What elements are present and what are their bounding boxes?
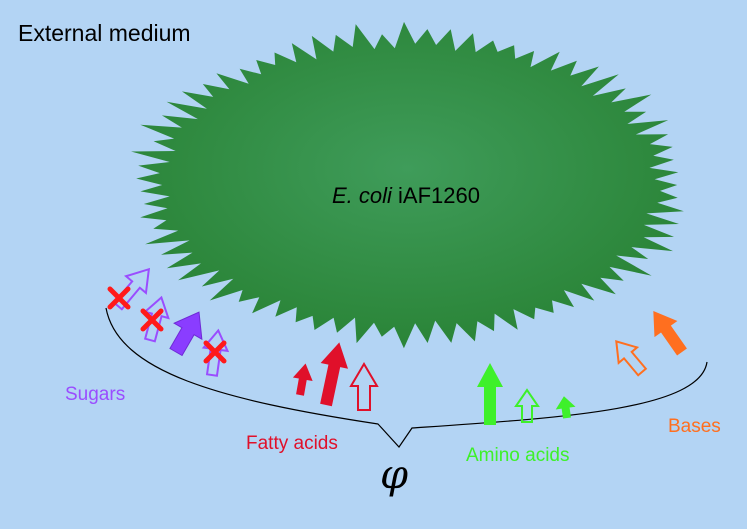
cross-line: [203, 340, 227, 364]
bases-arrow-1-outline: [615, 339, 648, 377]
sugar-arrow-4-blocked-mark: [203, 340, 227, 364]
arrow-shape: [555, 396, 576, 419]
cross-line: [140, 308, 164, 332]
bases-arrow-2-filled: [653, 311, 687, 356]
fatty-arrow-2-filled: [320, 342, 349, 407]
sugars-arrow-group: [107, 267, 230, 377]
sugars-label: Sugars: [65, 384, 126, 405]
fatty-arrow-1-filled: [292, 363, 313, 396]
external-medium-label: External medium: [18, 20, 191, 46]
sugar-arrow-2-blocked-mark: [140, 308, 164, 332]
bases-arrow-group: [615, 311, 687, 377]
cell-model-label: E. coli iAF1260: [332, 183, 480, 209]
sugar-arrow-1-blocked-mark: [107, 286, 131, 310]
cross-line: [107, 286, 131, 310]
bases-label: Bases: [668, 416, 721, 437]
arrow-shape: [169, 311, 203, 357]
arrow-shape: [477, 363, 503, 425]
sugar-arrow-3-filled: [169, 311, 203, 357]
ecoli-cell-body: [131, 21, 684, 349]
organism-model: iAF1260: [398, 183, 480, 208]
arrow-shape: [615, 339, 648, 377]
amino-acids-arrow-group: [477, 363, 576, 425]
fatty-acids-arrow-group: [292, 342, 379, 411]
arrow-shape: [514, 388, 540, 423]
phi-brace: [105, 307, 708, 448]
organism-genus: E. coli: [332, 183, 392, 208]
amino-acids-label: Amino acids: [466, 445, 570, 466]
arrow-shape: [349, 362, 379, 411]
fatty-arrow-3-outline: [349, 362, 379, 411]
fatty-acids-label: Fatty acids: [246, 433, 338, 454]
arrow-shape: [143, 295, 170, 343]
phi-symbol: φ: [380, 452, 409, 498]
sugar-arrow-2-outline: [143, 295, 170, 343]
amino-arrow-1-filled: [477, 363, 503, 425]
amino-arrow-3-filled: [555, 396, 576, 419]
amino-arrow-2-outline: [514, 388, 540, 423]
arrow-shape: [292, 363, 313, 396]
arrow-shape: [320, 342, 349, 407]
arrow-shape: [653, 311, 687, 356]
